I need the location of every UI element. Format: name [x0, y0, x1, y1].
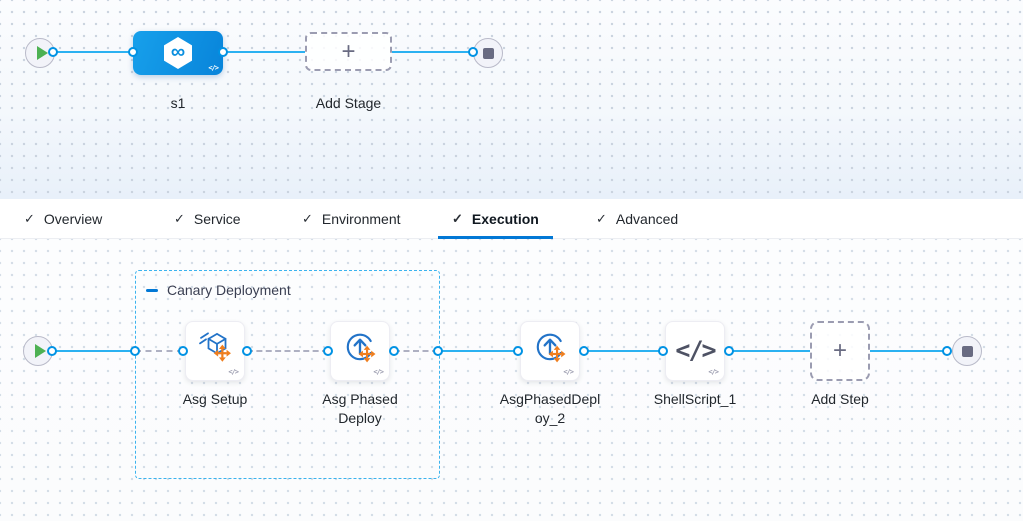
node-port[interactable] — [658, 346, 668, 356]
shell-script-icon: </> — [675, 335, 716, 365]
check-icon: ✓ — [596, 211, 607, 226]
check-icon: ✓ — [24, 211, 35, 226]
node-port[interactable] — [468, 47, 478, 57]
node-port[interactable] — [130, 346, 140, 356]
node-port[interactable] — [242, 346, 252, 356]
node-port[interactable] — [178, 346, 188, 356]
connector-line-dashed — [247, 350, 328, 352]
play-icon — [36, 46, 48, 60]
check-icon: ✓ — [452, 211, 463, 226]
add-step-label: Add Step — [811, 391, 869, 407]
node-port[interactable] — [433, 346, 443, 356]
node-port[interactable] — [724, 346, 734, 356]
collapse-icon[interactable] — [146, 289, 158, 292]
stage-node-s1[interactable]: ∞ </> — [133, 31, 223, 75]
connector-line-dashed — [394, 350, 438, 352]
code-icon: </> — [563, 368, 574, 376]
stop-icon — [961, 345, 973, 357]
plus-icon: + — [341, 37, 356, 65]
cd-stage-icon: ∞ — [164, 37, 192, 69]
connector-line — [729, 350, 810, 352]
node-port[interactable] — [218, 47, 228, 57]
node-port[interactable] — [513, 346, 523, 356]
stage-config-tabbar: ✓ Overview ✓ Service ✓ Environment ✓ Exe… — [0, 199, 1023, 239]
connector-line — [52, 51, 133, 53]
connector-line — [438, 350, 518, 352]
node-port[interactable] — [128, 47, 138, 57]
connector-line — [870, 350, 947, 352]
check-icon: ✓ — [302, 211, 313, 226]
stage-label: s1 — [170, 95, 186, 111]
code-icon: </> — [373, 368, 384, 376]
step-node-asg-setup[interactable]: </> — [185, 321, 245, 381]
connector-line — [52, 350, 135, 352]
tab-service[interactable]: ✓ Service — [160, 199, 255, 239]
stop-icon — [482, 47, 494, 59]
asg-phased-deploy-icon — [533, 330, 567, 369]
connector-line — [392, 51, 473, 53]
code-icon: </> — [708, 368, 719, 376]
execution-end-node — [952, 336, 982, 366]
step-group-label: Canary Deployment — [167, 282, 291, 298]
asg-setup-icon — [197, 329, 233, 370]
connector-line — [223, 51, 305, 53]
execution-canvas[interactable]: Canary Deployment — [0, 239, 1023, 521]
step-label: ShellScript_1 — [653, 391, 737, 407]
add-stage-label: Add Stage — [315, 95, 382, 111]
connector-line-dashed — [135, 350, 183, 352]
node-port[interactable] — [323, 346, 333, 356]
plus-icon: + — [832, 337, 847, 364]
tab-advanced[interactable]: ✓ Advanced — [582, 199, 692, 239]
step-node-asg-phased-deploy-2[interactable]: </> — [520, 321, 580, 381]
code-icon: </> — [208, 64, 219, 72]
add-stage-button[interactable]: + — [305, 32, 392, 71]
step-node-asg-phased-deploy[interactable]: </> — [330, 321, 390, 381]
tab-execution[interactable]: ✓ Execution — [438, 199, 553, 239]
node-port[interactable] — [579, 346, 589, 356]
node-port[interactable] — [47, 346, 57, 356]
step-group-canary-deployment[interactable] — [135, 270, 440, 479]
tab-overview[interactable]: ✓ Overview — [10, 199, 116, 239]
tab-label: Overview — [43, 211, 103, 227]
code-icon: </> — [228, 368, 239, 376]
connector-line — [584, 350, 663, 352]
step-label: AsgPhasedDeploy_2 — [499, 391, 601, 426]
tab-label: Advanced — [615, 211, 679, 227]
stage-canvas[interactable]: ∞ </> s1 + Add Stage — [0, 0, 1023, 199]
node-port[interactable] — [942, 346, 952, 356]
tab-label: Service — [193, 211, 241, 227]
tab-environment[interactable]: ✓ Environment — [288, 199, 415, 239]
check-icon: ✓ — [174, 211, 185, 226]
step-label: Asg Setup — [182, 391, 248, 407]
node-port[interactable] — [389, 346, 399, 356]
tab-label: Execution — [471, 211, 539, 227]
asg-phased-deploy-icon — [343, 330, 377, 369]
play-icon — [34, 344, 46, 358]
pipeline-end-node — [473, 38, 503, 68]
step-label: Asg Phased Deploy — [322, 391, 398, 426]
tab-label: Environment — [321, 211, 401, 227]
add-step-button[interactable]: + — [810, 321, 870, 381]
node-port[interactable] — [48, 47, 58, 57]
step-node-shellscript-1[interactable]: </> </> — [665, 321, 725, 381]
